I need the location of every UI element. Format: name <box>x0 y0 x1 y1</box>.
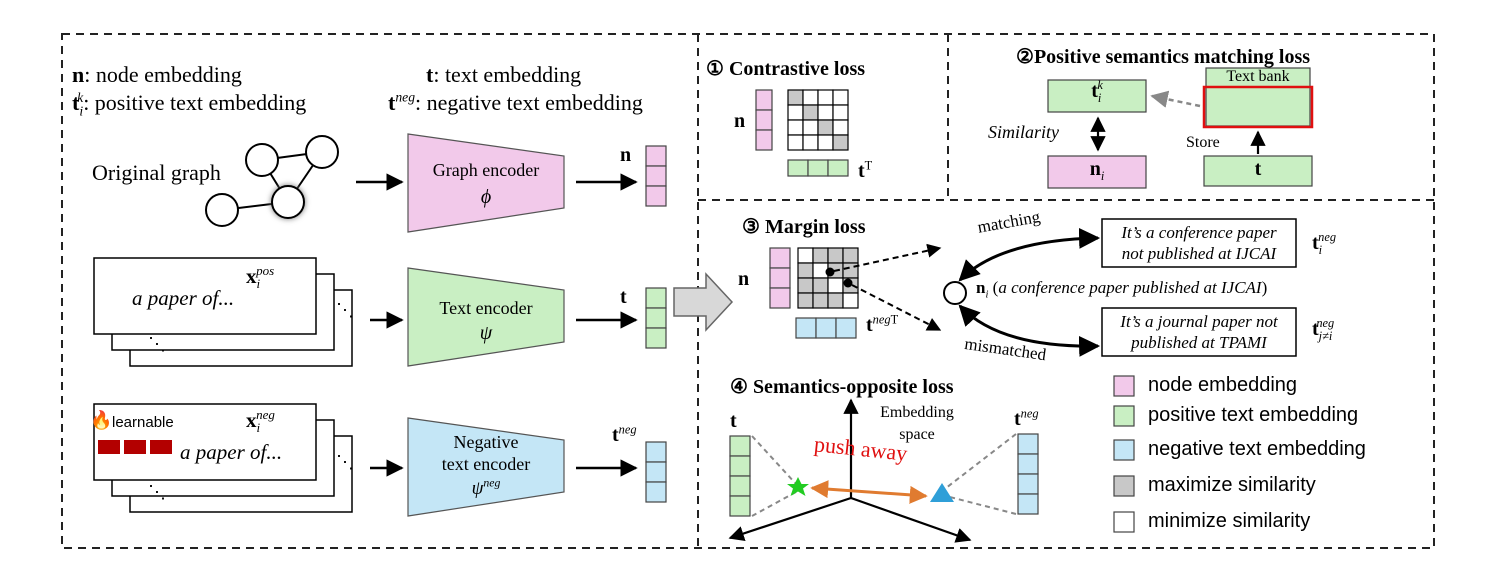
graph-node <box>245 143 279 177</box>
triangle-marker <box>930 483 954 502</box>
panel3-tneg-label: tnegT <box>866 312 899 336</box>
ellipsis-4: ⋱ <box>148 482 166 502</box>
margin-matrix-group <box>769 247 857 339</box>
original-graph <box>205 135 339 227</box>
learnable-tokens <box>98 440 172 454</box>
panel2-t: t <box>1254 158 1262 180</box>
push-away-arrow <box>810 480 928 504</box>
neg-encoder-label-2: text encoder <box>441 454 531 474</box>
output-embeddings <box>645 145 667 503</box>
pos-doc-x: xipos <box>246 263 275 292</box>
fire-icon: 🔥 <box>90 410 113 430</box>
pos-doc-text: a paper of... <box>132 286 235 310</box>
panel4-embeddings <box>729 433 1039 517</box>
out-n-label: n <box>620 144 632 166</box>
contrastive-matrix-group <box>755 89 849 177</box>
ellipsis-2: ⋱ <box>148 334 166 354</box>
neg-encoder-label-1: Negative <box>453 432 519 452</box>
legend-positive-text: positive text embedding <box>1148 404 1359 426</box>
panel3-n-label: n <box>738 268 750 290</box>
graph-node <box>271 185 305 219</box>
legend-minimize: minimize similarity <box>1148 510 1311 532</box>
text-encoder-symbol: ψ <box>479 322 493 344</box>
store-label: Store <box>1186 134 1220 151</box>
ellipsis-1: ⋱ <box>336 300 354 320</box>
pos-doc-stack <box>93 257 353 367</box>
legend-swatches <box>1113 375 1135 533</box>
out-t-label: t <box>620 286 627 308</box>
ellipsis-3: ⋱ <box>336 452 354 472</box>
def-positive-text: tik: positive text embedding <box>72 89 307 119</box>
panel2-shapes <box>1047 67 1314 189</box>
neg-doc-x: xineg <box>246 407 275 436</box>
flow-arrows <box>356 173 638 477</box>
panel1-n-label: n <box>734 110 746 132</box>
def-node-embedding: n: node embedding <box>72 62 242 87</box>
legend-node-embedding: node embedding <box>1148 374 1298 396</box>
text-encoder-label: Text encoder <box>439 298 533 318</box>
margin-dots <box>825 243 942 331</box>
contrastive-matrix <box>787 89 849 151</box>
margin-matrix <box>797 247 859 309</box>
panel4-tneg-label: tneg <box>1014 406 1039 430</box>
graph-encoder-shape <box>407 133 565 233</box>
text-encoder-shape <box>407 267 565 367</box>
graph-node <box>205 193 239 227</box>
def-text-embedding: t: text embedding <box>426 62 582 87</box>
text-bank-label: Text bank <box>1226 68 1290 85</box>
box2-symbol: tj≠ineg <box>1312 316 1335 343</box>
graph-encoder-symbol: ϕ <box>480 186 492 208</box>
panel1-title: ① Contrastive loss <box>706 58 866 80</box>
panel4-projections <box>751 433 1017 517</box>
panel2-title: ②Positive semantics matching loss <box>1016 46 1311 68</box>
out-tneg-label: tneg <box>612 422 637 446</box>
panel4-title: ④ Semantics-opposite loss <box>730 376 954 398</box>
panel2-n: ni <box>1089 158 1105 183</box>
block-arrow <box>673 272 734 332</box>
similarity-label: Similarity <box>988 122 1059 142</box>
box1-symbol: tineg <box>1312 230 1337 257</box>
legend-negative-text: negative text embedding <box>1148 438 1366 460</box>
margin-node <box>943 227 1101 357</box>
panel1-t-label: tT <box>858 158 873 182</box>
original-graph-label: Original graph <box>92 160 221 185</box>
neg-doc-text: a paper of... <box>180 440 283 464</box>
def-negative-text: tneg: negative text embedding <box>388 89 643 115</box>
panel4-t-label: t <box>730 410 737 432</box>
graph-encoder-label: Graph encoder <box>432 160 540 180</box>
panel3-title: ③ Margin loss <box>742 216 866 238</box>
neg-text-encoder-shape <box>407 417 565 517</box>
learnable-label: learnable <box>112 414 174 431</box>
node-description: ni (a conference paper published at IJCA… <box>976 278 1268 301</box>
neg-encoder-symbol: ψneg <box>471 476 501 499</box>
graph-node <box>305 135 339 169</box>
panel2-tk: tik <box>1091 78 1103 105</box>
legend-maximize: maximize similarity <box>1148 474 1316 496</box>
margin-text-boxes <box>1101 218 1297 357</box>
star-marker <box>787 477 809 496</box>
